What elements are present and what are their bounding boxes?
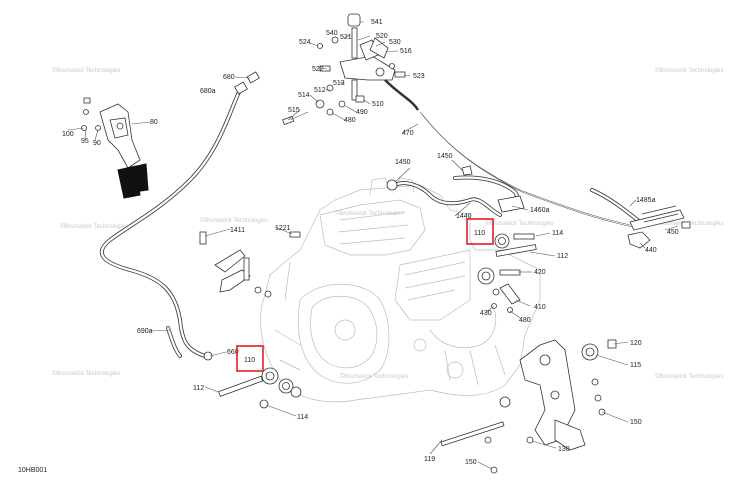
callout-130: 130 — [558, 446, 570, 453]
watermark: ©Brunswick Technologies — [60, 223, 128, 230]
callout-1460a: 1460a — [530, 207, 550, 214]
callout-521: 521 — [340, 34, 352, 41]
watermark: ©Brunswick Technologies — [655, 373, 723, 380]
callout-80: 80 — [150, 119, 158, 126]
callout-119: 119 — [424, 456, 435, 463]
callout-541: 541 — [371, 19, 383, 26]
callout-523: 523 — [413, 73, 425, 80]
callout-514: 514 — [298, 92, 310, 99]
callout-120: 120 — [630, 340, 642, 347]
callout-690a: 690a — [137, 328, 153, 335]
callout-410: 410 — [534, 304, 546, 311]
callout-115: 115 — [630, 362, 641, 369]
callout-1450-right: 1450 — [437, 153, 453, 160]
watermark-group: ©Brunswick Technologies ©Brunswick Techn… — [52, 67, 723, 380]
vent-hose-680a — [99, 71, 260, 360]
left-linkage-parts — [199, 231, 302, 409]
hose-1440 — [386, 165, 525, 217]
callout-516: 516 — [400, 48, 412, 55]
callout-480: 480 — [344, 117, 356, 124]
callout-530: 530 — [389, 39, 401, 46]
callout-112-upper: 112 — [557, 253, 568, 260]
watermark: ©Brunswick Technologies — [340, 373, 408, 380]
callout-522: 522 — [312, 66, 324, 73]
callout-1440: 1440 — [456, 213, 472, 220]
watermark: ©Brunswick Technologies — [200, 217, 268, 224]
callout-513: 513 — [333, 80, 345, 87]
upper-right-shaft-assembly — [477, 233, 537, 313]
shifter-assembly — [282, 13, 633, 228]
leader-lines — [67, 20, 679, 470]
callout-1221: 1221 — [275, 225, 291, 232]
callout-114-upper: 114 — [552, 230, 563, 237]
callout-680: 680 — [223, 74, 235, 81]
callout-660: 660 — [227, 349, 239, 356]
highlight-box-lower — [236, 345, 264, 372]
highlight-110-lower: 110 — [236, 345, 264, 372]
hose-690a — [166, 326, 182, 358]
callout-420: 420 — [534, 269, 546, 276]
watermark: ©Brunswick Technologies — [52, 370, 120, 377]
callout-labels: 541 540 521 520 524 530 516 522 523 513 … — [62, 19, 679, 466]
callout-110-lower: 110 — [244, 357, 255, 364]
callout-520: 520 — [376, 33, 388, 40]
callout-540: 540 — [326, 30, 338, 37]
watermark: ©Brunswick Technologies — [655, 67, 723, 74]
callout-150-lower: 150 — [465, 459, 477, 466]
callout-440: 440 — [645, 247, 657, 254]
watermark: ©Brunswick Technologies — [485, 220, 553, 227]
callout-515: 515 — [288, 107, 300, 114]
callout-512: 512 — [314, 87, 326, 94]
watermark: ©Brunswick Technologies — [52, 67, 120, 74]
callout-1411: 1411 — [230, 227, 245, 234]
callout-1485a: 1485a — [636, 197, 656, 204]
callout-510: 510 — [372, 101, 384, 108]
throttle-pedal-assembly — [81, 97, 149, 199]
callout-490: 490 — [356, 109, 368, 116]
callout-430: 430 — [480, 310, 492, 317]
callout-680a: 680a — [200, 88, 216, 95]
callout-110-upper: 110 — [474, 230, 485, 237]
highlight-110-upper: 110 — [466, 218, 494, 245]
callout-450: 450 — [667, 229, 679, 236]
shift-cable-bracket — [590, 188, 691, 249]
callout-112-lower: 112 — [193, 385, 204, 392]
diagram-reference-code: 10HB001 — [18, 467, 47, 474]
callout-95: 95 — [81, 138, 89, 145]
watermark: ©Brunswick Technologies — [335, 210, 403, 217]
callout-1450-left: 1450 — [395, 159, 411, 166]
callout-100: 100 — [62, 131, 74, 138]
lower-right-fork-assembly — [440, 339, 617, 474]
callout-470: 470 — [402, 130, 414, 137]
callout-90: 90 — [93, 140, 101, 147]
callout-114-lower: 114 — [297, 414, 308, 421]
highlight-box-upper — [466, 218, 494, 245]
callout-480-lower: 480 — [519, 317, 531, 324]
callout-524: 524 — [299, 39, 311, 46]
callout-150-right: 150 — [630, 419, 642, 426]
